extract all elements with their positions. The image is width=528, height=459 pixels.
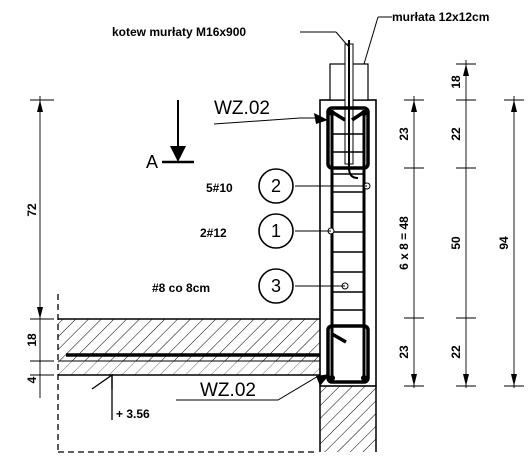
dim-right-50: 50 bbox=[449, 236, 463, 250]
dimension-arrows bbox=[37, 64, 517, 386]
dim-right-22b: 22 bbox=[449, 345, 463, 359]
marker-3 bbox=[258, 268, 294, 304]
bars-5-label: 5#10 bbox=[206, 181, 233, 195]
wallplate bbox=[329, 40, 369, 179]
marker-3-text: 3 bbox=[271, 276, 281, 296]
dim-right-22a: 22 bbox=[449, 127, 463, 141]
wz-bottom-label: WZ.02 bbox=[200, 380, 256, 401]
bars-2-label: 2#12 bbox=[200, 226, 227, 240]
level-mark bbox=[91, 373, 113, 420]
main-bars bbox=[330, 110, 366, 380]
marker-1-text: 1 bbox=[271, 221, 281, 241]
dimension-lines bbox=[30, 60, 524, 398]
marker-2 bbox=[258, 168, 294, 204]
anchor-label: kotew murłaty M16x900 bbox=[112, 25, 246, 39]
dim-inner-spacing: 6 x 8 = 48 bbox=[397, 216, 411, 270]
bottom-stirrup-cage bbox=[326, 324, 370, 384]
wz-top-arrowhead bbox=[314, 113, 328, 124]
rebar-dots bbox=[329, 110, 367, 381]
dim-left-upper: 72 bbox=[25, 203, 39, 217]
stirrups bbox=[332, 133, 364, 311]
stirrups-label: #8 co 8cm bbox=[152, 281, 210, 295]
wz-bottom-arrowhead bbox=[316, 374, 330, 386]
ceiling-slab bbox=[58, 318, 320, 376]
dashed-contour bbox=[57, 294, 318, 453]
dim-total: 94 bbox=[497, 236, 511, 250]
wz-top-label: WZ.02 bbox=[214, 98, 270, 119]
elevation-label: + 3.56 bbox=[116, 407, 150, 421]
section-arrow bbox=[162, 100, 194, 164]
leader-lines bbox=[176, 16, 392, 401]
wall-below bbox=[319, 386, 377, 452]
dim-inner-bottom: 23 bbox=[397, 345, 411, 359]
dim-inner-top: 23 bbox=[397, 127, 411, 141]
section-label: A bbox=[146, 152, 158, 172]
dim-right-top: 18 bbox=[449, 75, 463, 89]
wallplate-label: murłata 12x12cm bbox=[392, 10, 489, 24]
marker-1 bbox=[258, 213, 294, 249]
dim-left-small: 4 bbox=[25, 376, 39, 383]
marker-2-text: 2 bbox=[271, 176, 281, 196]
dim-left-slab: 18 bbox=[25, 333, 39, 347]
